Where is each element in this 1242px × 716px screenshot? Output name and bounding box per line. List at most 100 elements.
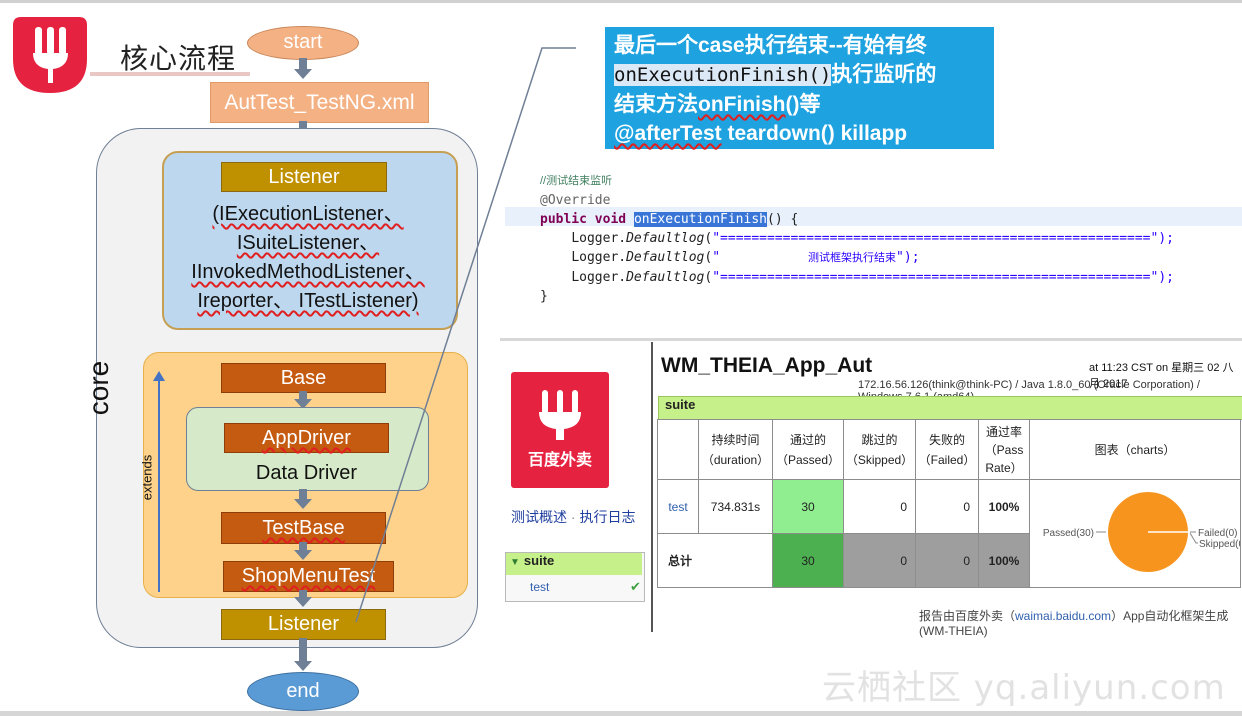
report-timestamp: at 11:23 CST on 星期三 02 八月 2017 [1089,362,1234,390]
table-header-row: 持续时间（duration） 通过的（Passed） 跳过的（Skipped） … [657,419,1241,480]
chart-cell: Passed(30) Failed(0) Skipped(0) [1029,479,1242,588]
bottom-border [0,711,1242,716]
callout-line-2: onExecutionFinish()执行监听的 [614,60,994,90]
footer-text: 报告由百度外卖（ [919,609,1016,623]
code-paren: ( [704,250,713,265]
nav-overview-link[interactable]: 测试概述 [511,509,567,525]
row-test-duration: 734.831s [698,479,773,534]
code-annotation: @Override [540,193,611,208]
header-failed: 失败的（Failed） [915,419,979,480]
callout-text: 执行监听的 [831,63,937,86]
flow-arrow [299,391,307,401]
flow-arrow [299,489,307,501]
row-test-failed: 0 [915,479,979,534]
nav-log-link[interactable]: 执行日志 [579,509,636,525]
side-suite-label: suite [523,553,555,568]
code-method-name: onExecutionFinish [633,212,767,227]
code-string: "); [896,250,920,265]
flow-arrow-head [294,69,312,79]
start-node: start [247,26,359,60]
code-string-spacer: 测试框架执行结束 [720,248,896,268]
nav-separator: · [567,509,580,525]
code-string-cn: 测试框架执行结束 [808,252,897,264]
code-paren: ( [704,231,713,246]
table-row: test 734.831s 30 0 0 100% Passed(30) Fai… [657,479,1242,588]
header-text: （Pass [984,442,1024,457]
callout-text: teardown() killapp [721,122,908,145]
row-test-passed: 30 [772,479,844,534]
callout-line-4: @afterTest teardown() killapp [614,119,994,148]
callout-text: ()等 [785,93,821,116]
pie-label-skipped: Skipped(0) [1199,539,1240,550]
core-label: core [83,360,115,416]
listener-title: Listener [221,162,387,192]
top-border [0,0,1242,3]
report-nav: 测试概述 · 执行日志 [511,507,635,527]
code-logger: Logger. [571,231,627,246]
header-text: Rate） [985,460,1023,475]
flow-arrow-head [294,499,312,509]
header-passed: 通过的 （Passed） [772,419,844,480]
listener-line: Ireporter、 ITestListener) [197,290,419,312]
header-text: 通过的 [789,432,826,447]
code-call: Defaultlog [626,231,705,246]
code-string: "=======================================… [712,270,1174,285]
checkmark-icon: ✔ [630,579,641,594]
flow-arrow-head [294,399,312,409]
report-top-border [500,338,1242,341]
report-title: WM_THEIA_App_Aut [661,354,873,377]
code-keyword: public [540,212,587,227]
fork-icon [539,390,581,440]
header-empty [657,419,699,480]
code-logger: Logger. [571,270,627,285]
pie-label-failed: Failed(0) [1198,528,1237,539]
header-text: （Skipped） [845,452,914,467]
listener-line: (IExecutionListener、 [212,203,404,225]
flow-arrow [299,58,307,70]
row-total-failed: 0 [915,533,979,588]
callout-onfinish: onFinish [698,93,786,116]
code-call: Defaultlog [626,250,705,265]
flow-arrow [299,590,307,598]
shopmenutest-node: ShopMenuTest [223,561,394,592]
flow-arrow-head [294,550,312,560]
side-suite-header[interactable]: ▼suite [506,553,642,575]
app-driver-node: AppDriver [224,423,389,453]
table-row-total: 总计 30 0 0 100% [657,533,1241,588]
row-test-name[interactable]: test [657,479,699,534]
suite-bar: suite [658,396,1242,420]
listener-line: IInvokedMethodListener、 [191,261,425,283]
title-underline [90,72,250,76]
code-snippet: //测试结束监听 @Override public void onExecuti… [540,171,1174,306]
header-text: 通过率 [985,424,1022,439]
header-text: 失败的 [928,432,965,447]
header-duration: 持续时间（duration） [698,419,773,480]
row-total-skipped: 0 [843,533,916,588]
flow-arrow-head [294,661,312,671]
footer-link[interactable]: waimai.baidu.com [1015,609,1112,623]
callout-code-method: onExecutionFinish() [614,64,832,86]
code-brace: } [540,289,548,304]
code-signature: () { [767,212,799,227]
callout-line-1: 最后一个case执行结束--有始有终 [614,34,927,57]
header-skipped: 跳过的（Skipped） [843,419,916,480]
fork-logo-icon [13,17,87,93]
report-divider [651,342,653,632]
callout-text: 结束方法 [614,93,698,116]
data-driver-label: Data Driver [255,462,358,484]
code-string: "=======================================… [712,231,1174,246]
callout-connector [355,47,576,623]
suite-bar-label: suite [665,397,696,412]
code-paren: ( [704,270,713,285]
report-table: 持续时间（duration） 通过的（Passed） 跳过的（Skipped） … [657,419,1242,588]
listener-interfaces: (IExecutionListener、 ISuiteListener、 IIn… [162,200,454,316]
flow-arrow [299,542,307,552]
side-test-link[interactable]: test [530,580,550,594]
extends-arrow-head [153,371,165,381]
header-text: （Passed） [775,452,841,467]
shopmenutest-label: ShopMenuTest [241,565,376,587]
code-call: Defaultlog [626,270,705,285]
flow-arrow-head [294,597,312,607]
report-logo-text: 百度外卖 [527,452,592,469]
